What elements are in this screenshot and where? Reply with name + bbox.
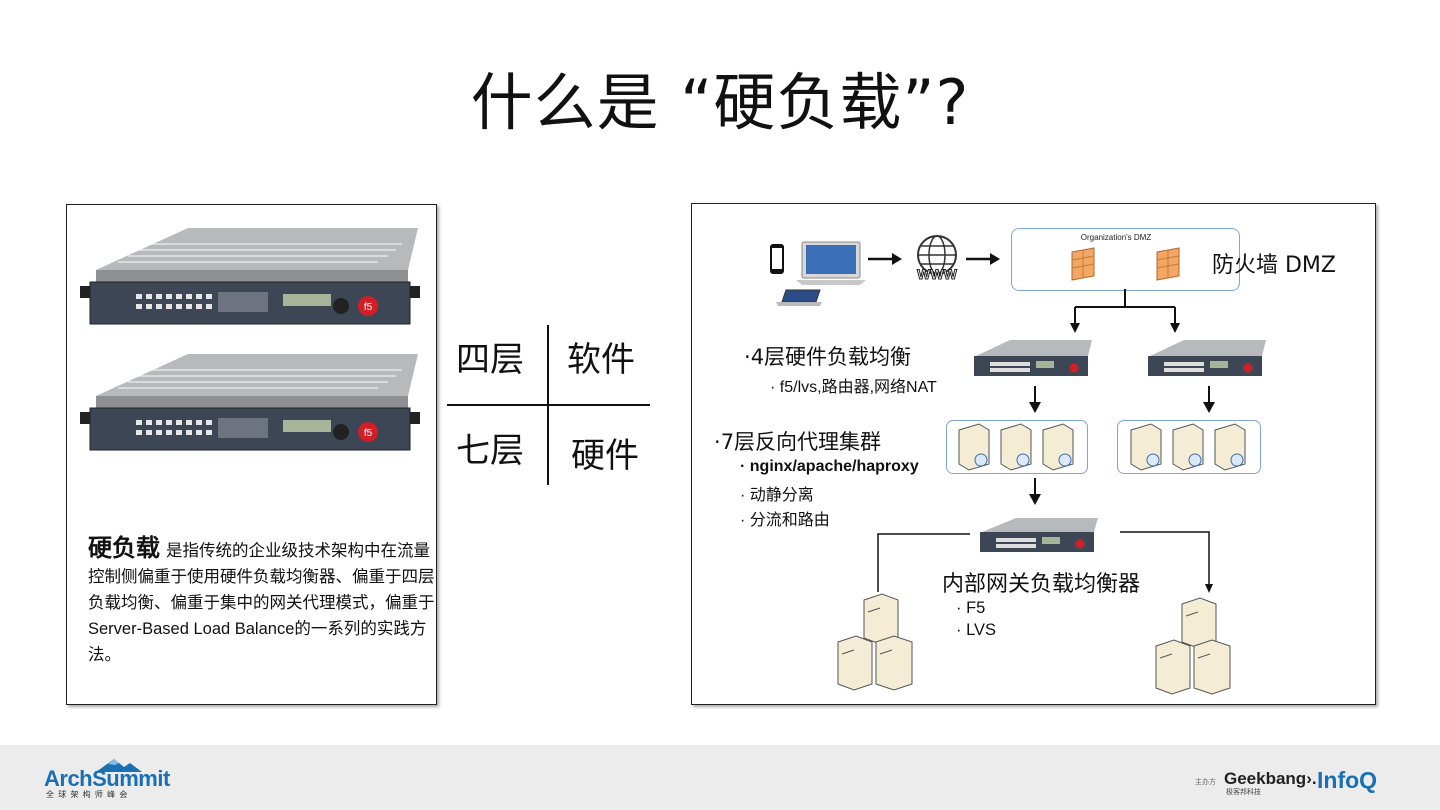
infoq-logo: InfoQ [1317, 767, 1377, 794]
l7-title: ·7层反向代理集群 [714, 426, 881, 456]
bullet: · [714, 430, 721, 454]
bullet: · [770, 379, 775, 396]
proxy-servers-icon [955, 422, 1085, 472]
svg-text:f5: f5 [364, 428, 373, 439]
bullet: · [744, 345, 751, 369]
bullet: · [740, 487, 745, 504]
matrix-horizontal-line [447, 404, 650, 406]
internet-globe-icon: WWW [906, 234, 968, 284]
backend-servers-icon [834, 592, 920, 692]
gateway-title: 内部网关负载均衡器 [942, 566, 1140, 598]
firewall-dmz-label: 防火墙 DMZ [1212, 247, 1336, 279]
f5-appliance-image: f5 [78, 222, 423, 334]
dmz-box-label: Organization's DMZ [1011, 233, 1221, 242]
l7-item-text: 分流和路由 [750, 512, 830, 529]
arrow-right-icon [966, 251, 1002, 267]
archsummit-logo-sub: 全 球 架 构 师 峰 会 [46, 789, 128, 800]
firewall-icon [1068, 246, 1098, 284]
gateway-item: · LVS [956, 621, 996, 640]
l7-item: · nginx/apache/haproxy [740, 458, 919, 476]
description-term: 硬负载 [88, 535, 160, 562]
l7-title-text: 7层反向代理集群 [721, 430, 881, 454]
bullet: · [956, 621, 962, 639]
host-label: 主办方 [1195, 777, 1216, 787]
bullet: · [740, 458, 745, 475]
proxy-servers-icon [1127, 422, 1257, 472]
l4-title: ·4层硬件负载均衡 [744, 341, 911, 371]
l4-title-text: 4层硬件负载均衡 [751, 345, 911, 369]
hardware-load-description: 硬负载是指传统的企业级技术架构中在流量控制侧偏重于使用硬件负载均衡器、偏重于四层… [88, 536, 438, 668]
arrow-down-icon [1027, 478, 1043, 508]
l7-item-text: 动静分离 [750, 487, 814, 504]
bullet: · [956, 599, 962, 617]
page-title: 什么是 “硬负载”? [0, 52, 1440, 142]
matrix-top-left: 四层 [456, 332, 524, 381]
svg-text:f5: f5 [364, 302, 373, 313]
l4-appliance-image [1144, 338, 1268, 380]
gateway-item-text: F5 [966, 599, 985, 617]
matrix-bottom-right: 硬件 [571, 428, 639, 477]
arrow-down-icon [1027, 386, 1043, 416]
geekbang-logo-sub: 极客邦科技 [1226, 787, 1261, 797]
gateway-item-text: LVS [966, 621, 996, 639]
geekbang-logo: Geekbang›. [1224, 769, 1317, 789]
www-label: WWW [917, 266, 957, 282]
arrow-right-icon [868, 251, 904, 267]
bullet: · [740, 512, 745, 529]
gateway-item: · F5 [956, 599, 985, 618]
l7-item-text: nginx/apache/haproxy [750, 458, 919, 475]
backend-servers-icon [1152, 596, 1238, 696]
l4-subtitle: · f5/lvs,路由器,网络NAT [770, 373, 937, 397]
matrix-bottom-left: 七层 [456, 423, 524, 472]
l4-appliance-image [970, 338, 1094, 380]
firewall-icon [1153, 246, 1183, 284]
split-arrows [1066, 289, 1186, 335]
arrow-down-icon [1201, 386, 1217, 416]
client-devices-icon [766, 240, 866, 308]
f5-appliance-image: f5 [78, 348, 423, 460]
l7-item: · 动静分离 [740, 481, 814, 505]
matrix-top-right: 软件 [567, 332, 635, 381]
l4-subtitle-text: f5/lvs,路由器,网络NAT [780, 379, 937, 396]
l7-item: · 分流和路由 [740, 506, 830, 530]
